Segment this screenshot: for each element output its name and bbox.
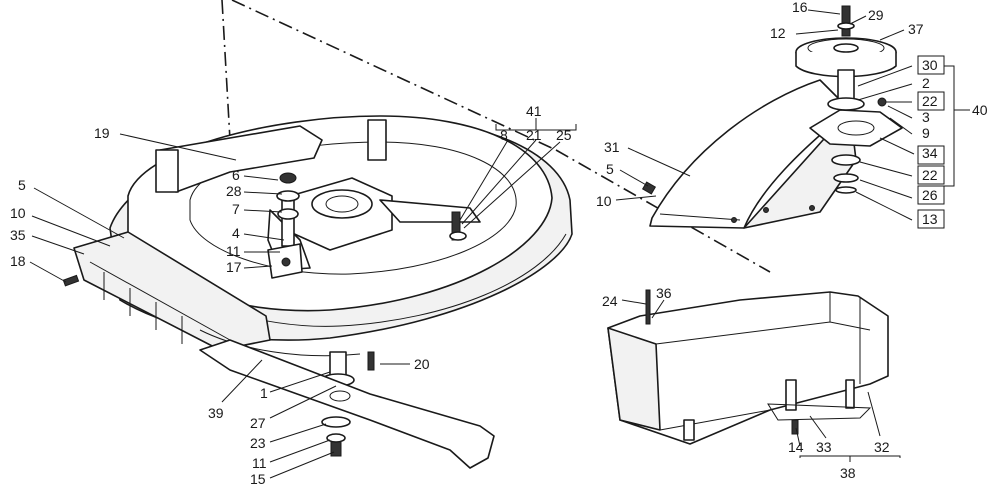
callout-34: 34 (922, 145, 938, 161)
callout-15: 15 (250, 471, 266, 486)
callout-3: 3 (922, 109, 930, 125)
callout-6: 6 (232, 167, 240, 183)
callout-11-bottom: 11 (252, 455, 267, 471)
callout-4: 4 (232, 225, 240, 241)
callout-38: 38 (840, 465, 856, 481)
callout-17: 17 (226, 259, 242, 275)
callout-29: 29 (868, 7, 884, 23)
callout-5-left: 5 (18, 177, 26, 193)
callout-5-right: 5 (606, 161, 614, 177)
callout-22-a: 22 (922, 93, 938, 109)
callout-12: 12 (770, 25, 786, 41)
callout-33: 33 (816, 439, 832, 455)
cutting-deck (62, 115, 573, 387)
blade (199, 339, 495, 469)
callout-40: 40 (972, 102, 988, 118)
callout-36: 36 (656, 285, 672, 301)
callout-1: 1 (260, 385, 268, 401)
boxed-callouts (917, 55, 945, 229)
callout-2: 2 (922, 75, 930, 91)
callout-11-left: 11 (226, 243, 241, 259)
callout-19: 19 (94, 125, 110, 141)
callout-41: 41 (526, 103, 542, 119)
callout-10-right: 10 (596, 193, 612, 209)
callout-7: 7 (232, 201, 240, 217)
callout-20: 20 (414, 356, 430, 372)
callout-18: 18 (10, 253, 26, 269)
callout-13: 13 (922, 211, 938, 227)
callout-30: 30 (922, 57, 938, 73)
callout-31: 31 (604, 139, 620, 155)
discharge-chute (607, 289, 889, 445)
callout-8: 8 (500, 127, 508, 143)
callout-22-b: 22 (922, 167, 938, 183)
callout-24: 24 (602, 293, 618, 309)
callout-23: 23 (250, 435, 266, 451)
spindle-assembly (795, 5, 903, 194)
belt-cover (641, 79, 857, 229)
callout-28: 28 (226, 183, 242, 199)
callout-14: 14 (788, 439, 804, 455)
leader-lines (29, 9, 970, 479)
callout-21: 21 (526, 127, 542, 143)
callout-16-top: 16 (792, 0, 808, 15)
callout-37: 37 (908, 21, 924, 37)
callout-labels: 16 29 37 12 30 2 22 3 9 34 22 26 13 40 3… (10, 0, 988, 486)
callout-10-left: 10 (10, 205, 26, 221)
callout-27: 27 (250, 415, 266, 431)
callout-39: 39 (208, 405, 224, 421)
callout-26: 26 (922, 187, 938, 203)
callout-25: 25 (556, 127, 572, 143)
callout-9: 9 (922, 125, 930, 141)
callout-32: 32 (874, 439, 890, 455)
callout-35: 35 (10, 227, 26, 243)
